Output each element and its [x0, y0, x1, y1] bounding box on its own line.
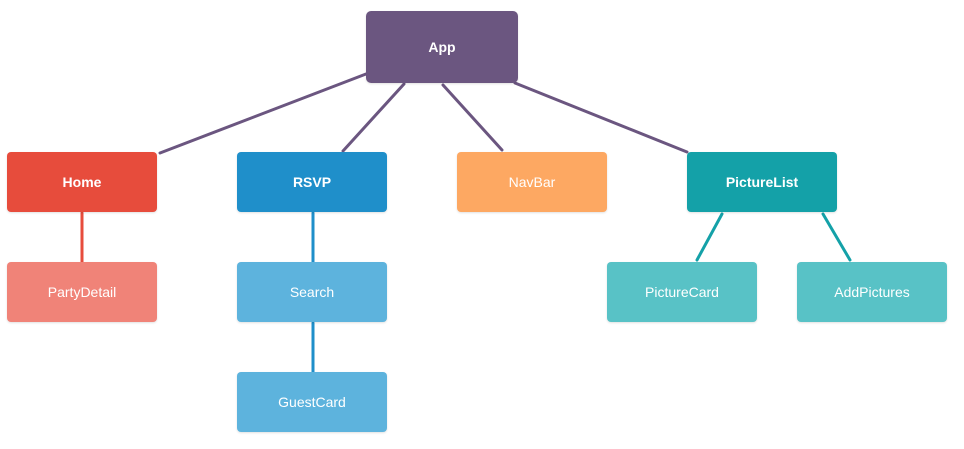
node-app: App	[366, 11, 518, 83]
edge-app-rsvp	[341, 82, 406, 153]
node-picturelist: PictureList	[687, 152, 837, 212]
edge-app-navbar	[441, 83, 504, 152]
edge-picturelist-addpictures	[821, 212, 852, 262]
node-home: Home	[7, 152, 157, 212]
edge-app-picturelist	[513, 81, 689, 154]
node-picturecard-label: PictureCard	[645, 284, 719, 300]
node-partydetail: PartyDetail	[7, 262, 157, 322]
node-rsvp-label: RSVP	[292, 174, 332, 190]
node-guestcard-label: GuestCard	[278, 394, 346, 410]
node-app-label: App	[428, 39, 456, 55]
node-picturelist-label: PictureList	[725, 174, 799, 190]
node-navbar-label: NavBar	[508, 174, 556, 190]
node-addpictures-label: AddPictures	[834, 284, 910, 300]
edge-app-home	[158, 72, 368, 155]
node-search-label: Search	[289, 284, 335, 300]
node-search: Search	[237, 262, 387, 322]
node-navbar: NavBar	[457, 152, 607, 212]
node-partydetail-label: PartyDetail	[47, 284, 117, 300]
node-addpictures: AddPictures	[797, 262, 947, 322]
edge-picturelist-picturecard	[695, 212, 724, 262]
node-home-label: Home	[62, 174, 102, 190]
node-picturecard: PictureCard	[607, 262, 757, 322]
node-guestcard: GuestCard	[237, 372, 387, 432]
node-rsvp: RSVP	[237, 152, 387, 212]
